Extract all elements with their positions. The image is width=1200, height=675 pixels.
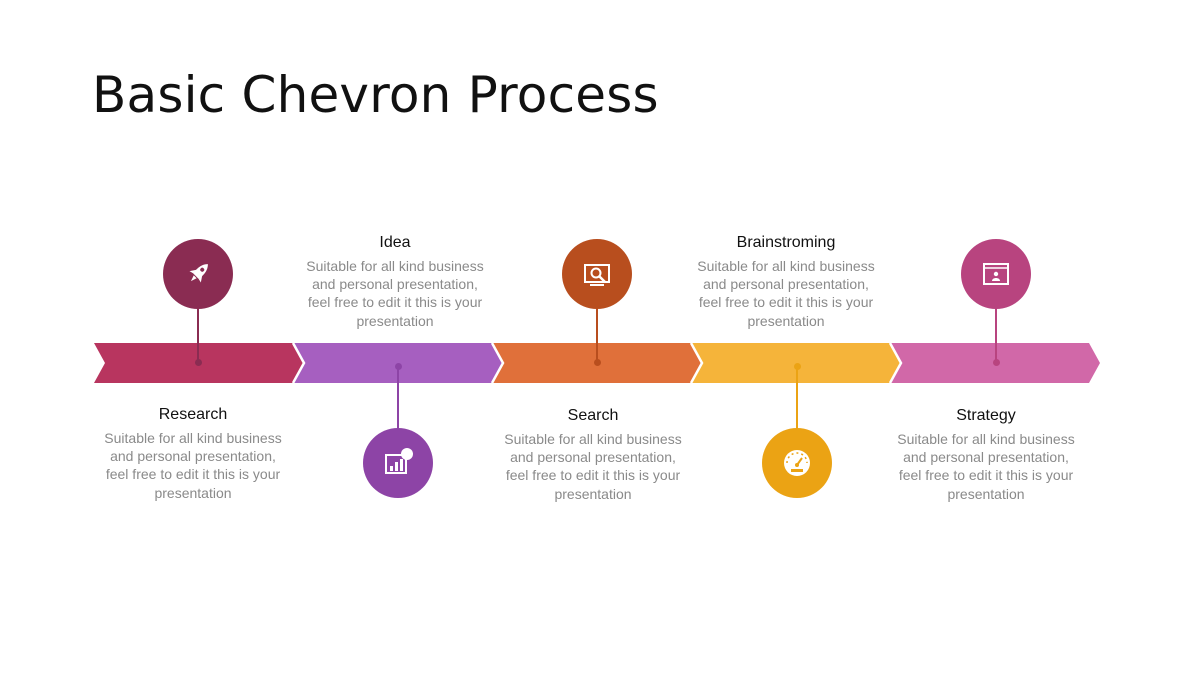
bar-chart-icon [385,448,413,474]
step-research: Research Suitable for all kind business … [98,406,288,502]
circle-idea [363,428,433,498]
step-label: Idea [379,234,411,251]
step-brainstroming: Brainstroming Suitable for all kind busi… [691,234,881,330]
dot-idea [394,363,402,370]
circle-strategy [961,239,1031,309]
step-label: Research [158,406,228,423]
step-description: Suitable for all kind business and perso… [504,431,682,502]
dot-brainstroming [793,363,801,370]
speedometer-icon [784,450,810,476]
dot-strategy [992,359,1000,366]
circle-research [163,239,233,309]
step-strategy: Strategy Suitable for all kind business … [891,407,1081,503]
rocket-icon [189,264,208,283]
circle-search [562,239,632,309]
circle-brainstroming [762,428,832,498]
stem-search [596,308,598,362]
stem-idea [397,366,399,430]
slide-title: Basic Chevron Process [92,66,659,124]
step-description: Suitable for all kind business and perso… [104,430,282,501]
step-search: Search Suitable for all kind business an… [498,407,688,503]
step-description: Suitable for all kind business and perso… [897,431,1075,502]
dot-search [593,359,601,366]
stem-strategy [995,308,997,362]
step-description: Suitable for all kind business and perso… [697,258,875,329]
stem-research [197,308,199,362]
step-label: Strategy [956,407,1016,424]
step-label: Search [567,407,619,424]
step-description: Suitable for all kind business and perso… [306,258,484,329]
stem-brainstroming [796,366,798,430]
presentation-icon [983,263,1009,285]
monitor-search-icon [584,264,610,286]
step-idea: Idea Suitable for all kind business and … [300,234,490,330]
step-label: Brainstroming [736,234,836,251]
dot-research [194,359,202,366]
